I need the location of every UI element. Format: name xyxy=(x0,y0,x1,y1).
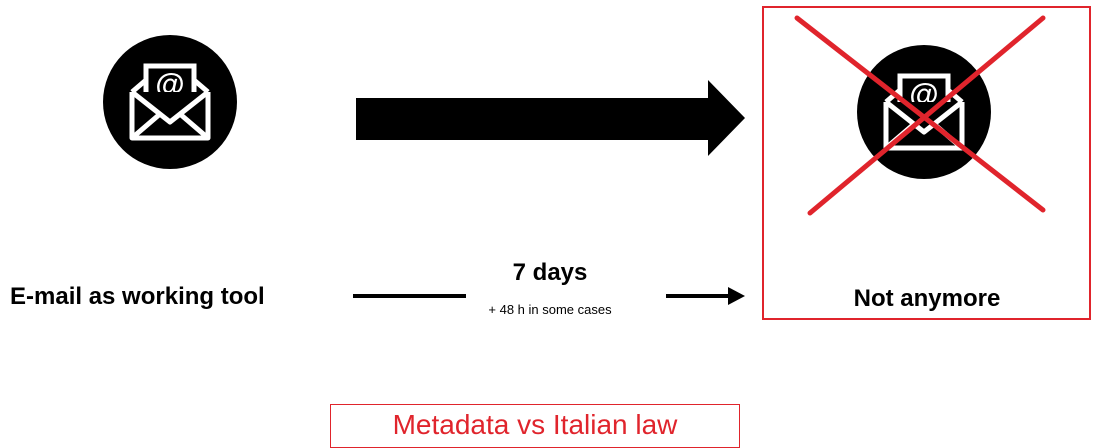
duration-note: + 48 h in some cases xyxy=(488,302,612,317)
timeline-line xyxy=(353,294,466,298)
not-anymore-box xyxy=(762,6,1091,320)
footer-title: Metadata vs Italian law xyxy=(392,409,678,440)
red-x-icon xyxy=(794,15,1046,216)
timeline-arrow-icon xyxy=(666,287,745,305)
big-arrow-icon xyxy=(356,80,745,156)
duration-label: 7 days xyxy=(512,259,588,286)
left-label: E-mail as working tool xyxy=(10,283,265,310)
email-envelope-icon xyxy=(103,35,237,169)
right-label: Not anymore xyxy=(853,285,1001,312)
